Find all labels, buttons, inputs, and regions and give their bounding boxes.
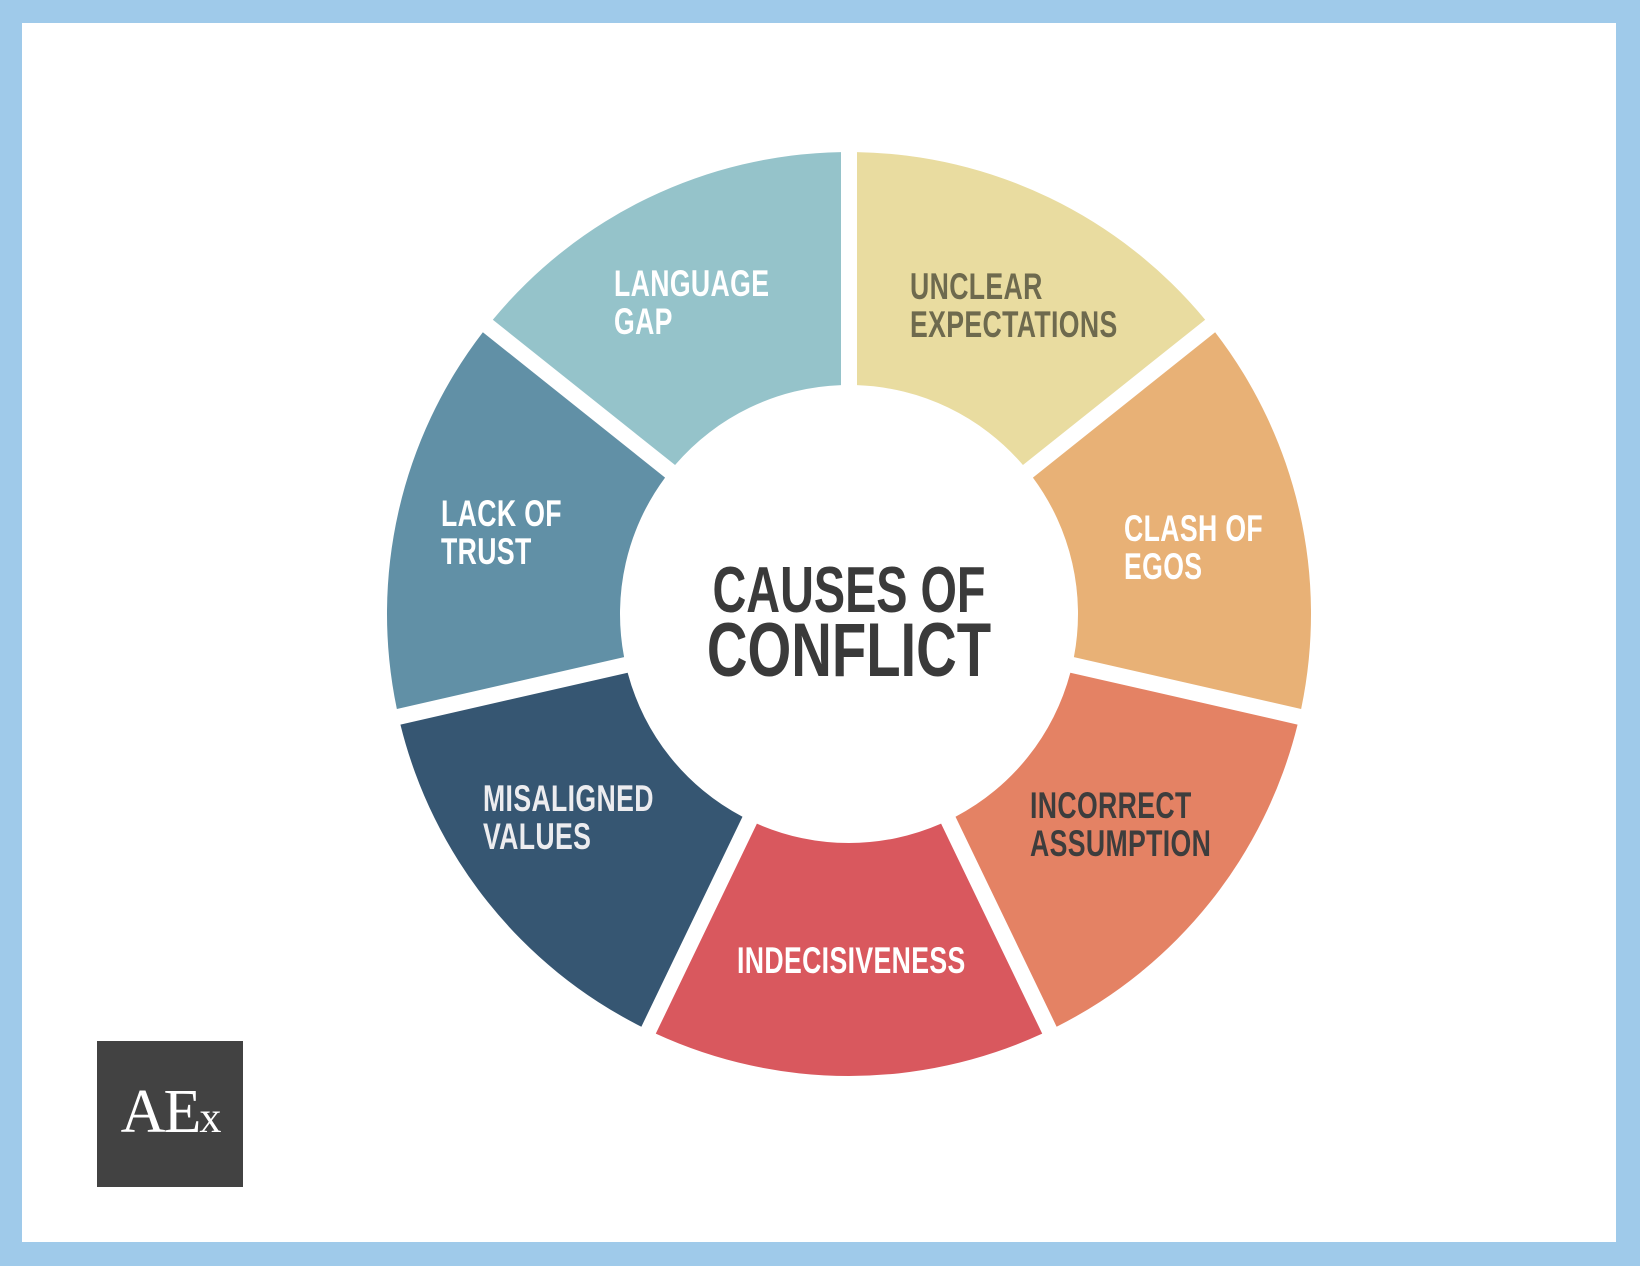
segment-label-line: GAP — [614, 301, 673, 342]
segment-label-line: LANGUAGE — [614, 263, 770, 304]
segment-label-line: CLASH OF — [1124, 508, 1264, 549]
segment-label-line: TRUST — [441, 531, 532, 572]
segment-label-line: INCORRECT — [1030, 785, 1192, 826]
segment-label-line: UNCLEAR — [910, 266, 1043, 307]
logo-text: AEx — [97, 1079, 243, 1151]
segment-misaligned-values — [400, 672, 743, 1027]
logo-text-main: AE — [120, 1078, 202, 1146]
segment-label-indecisiveness: INDECISIVENESS — [737, 942, 966, 980]
segment-clash-of-egos — [1032, 332, 1311, 709]
segment-label-line: LACK OF — [441, 493, 562, 534]
segment-label-line: EXPECTATIONS — [910, 304, 1118, 345]
segment-unclear-expectations — [857, 152, 1206, 466]
segment-incorrect-assumption — [955, 672, 1298, 1027]
segment-label-line: VALUES — [483, 816, 592, 857]
aex-logo: AEx — [97, 1041, 243, 1187]
segment-label-line: EGOS — [1124, 546, 1203, 587]
segment-label-line: INDECISIVENESS — [737, 940, 966, 981]
segment-label-line: ASSUMPTION — [1030, 823, 1212, 864]
title-line-2: CONFLICT — [706, 608, 992, 693]
segment-lack-of-trust — [386, 332, 666, 709]
segment-indecisiveness — [655, 823, 1043, 1076]
title-line-1: CAUSES OF — [712, 553, 986, 626]
segment-language-gap — [492, 152, 841, 466]
segment-label-line: MISALIGNED — [483, 778, 654, 819]
logo-text-small: x — [199, 1093, 221, 1142]
